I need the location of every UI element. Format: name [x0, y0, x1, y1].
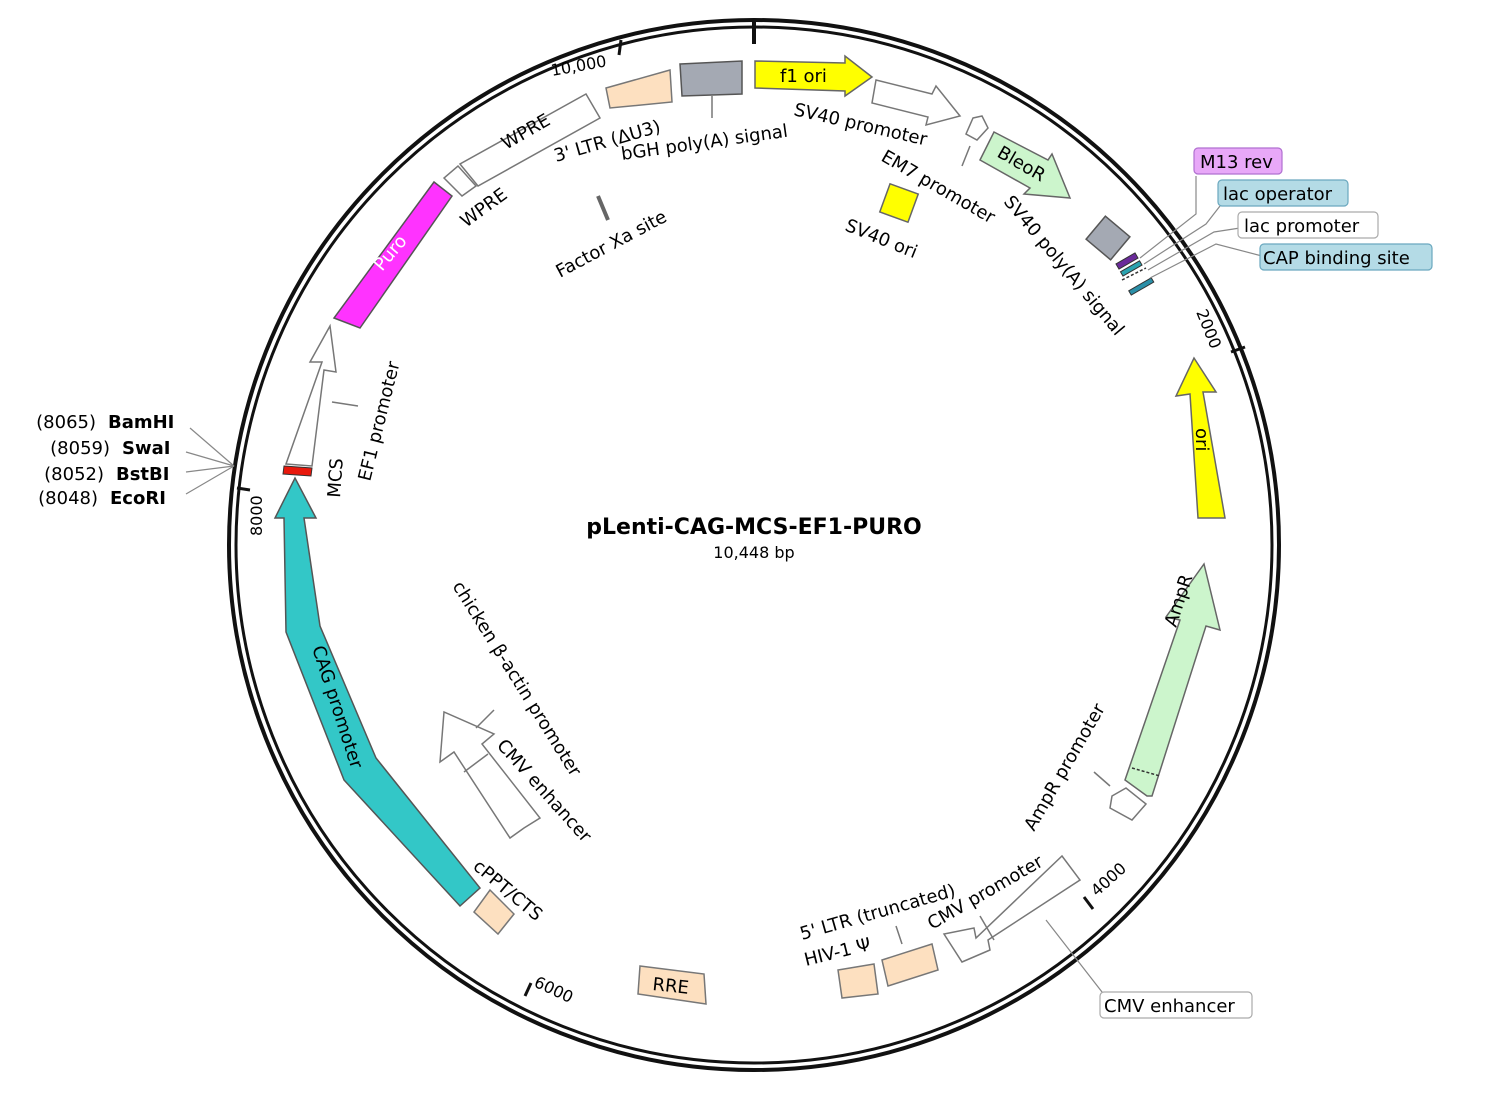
inner-cag-divider	[463, 753, 489, 773]
factor-xa-feature[interactable]	[596, 195, 610, 221]
ef1-promoter-feature[interactable]	[284, 323, 337, 467]
f1-ori-label: f1 ori	[780, 66, 827, 87]
enzyme-name-ecori[interactable]: EcoRI	[110, 488, 166, 509]
ampr-promoter-label: AmpR promoter	[1020, 700, 1110, 835]
ampr-promoter-leader	[1093, 771, 1111, 787]
lac-promoter-leader	[1147, 227, 1241, 271]
sv40-polya-label: SV40 poly(A) signal	[999, 192, 1128, 340]
hiv-psi-feature[interactable]	[881, 943, 939, 987]
enzyme-name-bamhi[interactable]: BamHI	[108, 412, 174, 433]
ef1-leader	[331, 401, 359, 407]
puro-feature[interactable]	[332, 180, 454, 329]
plasmid-title: pLenti-CAG-MCS-EF1-PURO	[586, 515, 921, 540]
enzyme-name-swai[interactable]: SwaI	[122, 438, 170, 459]
bleor-feature[interactable]	[979, 130, 1072, 199]
inner-cag-feature[interactable]	[439, 710, 542, 840]
tick-mark-2000	[1230, 345, 1246, 354]
bgh-polya-feature[interactable]	[679, 60, 743, 97]
ef1-promoter-label: EF1 promoter	[354, 359, 404, 483]
sv40-promoter-feature[interactable]	[871, 79, 962, 127]
tick-mark-6000	[523, 982, 533, 997]
cmv-promoter-feature[interactable]	[942, 854, 1082, 963]
lac-operator-feature[interactable]	[1119, 260, 1143, 277]
em7-promoter-feature[interactable]	[965, 115, 989, 141]
enzyme-name-bstbi[interactable]: BstBI	[116, 464, 169, 485]
enzyme-leader-swai	[185, 451, 235, 467]
tick-mark-10000	[617, 39, 623, 56]
mcs-feature[interactable]	[282, 465, 313, 477]
sv40-ori-feature[interactable]	[878, 182, 920, 224]
tick-label-2000: 2000	[1192, 306, 1225, 351]
tick-mark-8000	[236, 486, 251, 492]
plasmid-length: 10,448 bp	[713, 543, 794, 562]
em7-leader	[961, 145, 971, 167]
enzyme-leader-ecori	[185, 465, 235, 495]
cap-site-feature[interactable]	[1128, 277, 1155, 296]
f1-ori-feature[interactable]	[754, 54, 874, 98]
m13-rev-feature[interactable]	[1115, 252, 1139, 270]
cmv-promoter-divider	[979, 915, 995, 941]
ampr-promoter-feature[interactable]	[1109, 787, 1148, 821]
tick-label-6000: 6000	[531, 972, 576, 1006]
cap-leader	[1149, 243, 1263, 279]
m13-rev-callout[interactable]	[1193, 147, 1283, 175]
mcs-label: MCS	[324, 457, 348, 498]
enzyme-leader-bstbi	[185, 465, 235, 473]
lac-operator-leader	[1143, 205, 1221, 265]
rre-label: RRE	[651, 974, 689, 999]
enzyme-leader-bamhi	[189, 427, 235, 467]
ori-feature[interactable]	[1174, 356, 1226, 519]
rre-feature[interactable]	[637, 965, 707, 1005]
cap-site-callout-text: CAP binding site	[1263, 248, 1410, 269]
wpre-feature-1[interactable]	[442, 164, 478, 197]
m13-leader	[1139, 176, 1197, 259]
m13-rev-callout-text: M13 rev	[1200, 152, 1273, 173]
lac-promoter-callout-text: lac promoter	[1244, 216, 1360, 237]
ltr5-feature[interactable]	[837, 963, 879, 999]
enzyme-pos-bstbi: (8052)	[44, 464, 104, 485]
cppt-feature[interactable]	[472, 888, 516, 936]
tick-mark-4000	[1082, 896, 1095, 910]
wpre-feature-2[interactable]	[458, 92, 602, 187]
lac-promoter-callout[interactable]	[1237, 211, 1379, 239]
tick-label-4000: 4000	[1087, 859, 1130, 900]
enzyme-pos-swai: (8059)	[50, 438, 110, 459]
cap-site-callout[interactable]	[1259, 243, 1433, 271]
cmv-enhancer-callout[interactable]	[1099, 991, 1253, 1019]
enzyme-pos-ecori: (8048)	[38, 488, 98, 509]
lac-promoter-feature[interactable]	[1121, 267, 1147, 281]
sv40-polya-feature[interactable]	[1085, 215, 1131, 261]
chicken-actin-leader	[475, 709, 495, 729]
lac-operator-callout-text: lac operator	[1223, 184, 1333, 205]
lac-operator-callout[interactable]	[1217, 179, 1349, 207]
hiv-psi-leader	[895, 925, 903, 945]
enzyme-pos-bamhi: (8065)	[36, 412, 96, 433]
tick-label-8000: 8000	[247, 495, 266, 536]
factor-xa-label: Factor Xa site	[552, 206, 670, 282]
cmv-enhancer-callout-text: CMV enhancer	[1104, 996, 1235, 1017]
ori-label: ori	[1191, 428, 1212, 451]
ltr3-feature[interactable]	[605, 69, 673, 109]
ampr-feature[interactable]	[1124, 562, 1222, 797]
cag-promoter-feature[interactable]	[273, 476, 482, 908]
